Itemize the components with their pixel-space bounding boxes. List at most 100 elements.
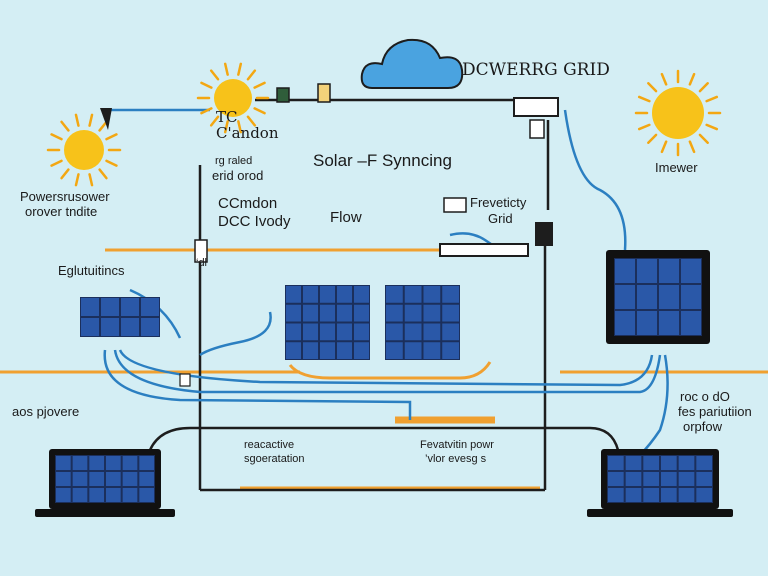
sensor-icon bbox=[443, 197, 467, 213]
cloud-icon bbox=[360, 38, 464, 89]
panel-cell bbox=[56, 472, 71, 486]
panel-cell bbox=[320, 342, 335, 359]
panel-cell bbox=[386, 323, 403, 341]
panel-cell bbox=[637, 285, 657, 309]
blue-wire-to-inverter bbox=[563, 109, 627, 251]
reactive-label-2: sgoeratation bbox=[244, 453, 305, 465]
panel-cell bbox=[637, 311, 657, 335]
battery-icon bbox=[276, 87, 290, 103]
panel-cell bbox=[354, 304, 369, 322]
rated-label-1: rg raled bbox=[215, 155, 253, 167]
sun-ray bbox=[246, 69, 257, 81]
frequency-bar-icon bbox=[439, 243, 529, 257]
solar-panel-small-left bbox=[80, 297, 160, 337]
sun-ray bbox=[637, 123, 651, 131]
panel-cell bbox=[320, 286, 335, 303]
breaker-icon bbox=[194, 239, 208, 263]
panel-cell bbox=[81, 318, 99, 336]
sun-ray bbox=[50, 159, 63, 167]
panel-cell bbox=[404, 286, 422, 303]
sun-disc bbox=[64, 130, 104, 170]
panel-cell bbox=[423, 323, 441, 341]
panel-cell bbox=[625, 472, 642, 486]
panel-cell bbox=[678, 472, 695, 486]
panel-cell bbox=[404, 342, 422, 359]
sun-ray bbox=[98, 168, 108, 180]
fevel-label-1: Fevatvitin powr bbox=[420, 439, 494, 451]
sun-ray bbox=[209, 115, 220, 127]
wire-lower-loop bbox=[148, 426, 620, 451]
sun-ray bbox=[88, 113, 94, 127]
panel-cell bbox=[643, 488, 659, 502]
sun-ray bbox=[698, 133, 709, 144]
panel-cell bbox=[286, 323, 301, 341]
panel-cell bbox=[696, 472, 712, 486]
panel-cell bbox=[122, 472, 138, 486]
panel-cell bbox=[122, 456, 138, 470]
breaker-label: ‘dl bbox=[196, 257, 208, 269]
panel-cell bbox=[404, 304, 422, 322]
panel-cell bbox=[637, 259, 657, 283]
panel-cell bbox=[286, 342, 301, 359]
rated-label-2: erid orod bbox=[212, 168, 264, 183]
laptop-base bbox=[35, 509, 175, 517]
panel-cell bbox=[89, 472, 104, 486]
panel-cell bbox=[286, 286, 301, 303]
sun-ray bbox=[253, 81, 266, 89]
panel-cell bbox=[122, 488, 138, 502]
panel-cell bbox=[643, 472, 659, 486]
device-icons bbox=[100, 83, 559, 387]
panel-cell bbox=[56, 456, 71, 470]
inverter-panel-right bbox=[606, 250, 710, 344]
panel-cell bbox=[696, 488, 712, 502]
panel-cell bbox=[303, 286, 318, 303]
orange-wire-panel-base bbox=[288, 361, 492, 380]
sun-right-icon bbox=[634, 69, 722, 157]
sun-ray bbox=[660, 140, 668, 154]
panel-cell bbox=[72, 456, 88, 470]
right-label-1: roc o dO bbox=[680, 389, 730, 404]
panel-cell bbox=[625, 488, 642, 502]
panel-cell bbox=[442, 323, 459, 341]
sun-ray bbox=[200, 107, 213, 115]
sun-ray bbox=[688, 72, 696, 86]
panel-cell bbox=[643, 456, 659, 470]
diagram-title: Solar –F Synncing bbox=[313, 151, 452, 170]
panel-cell bbox=[386, 286, 403, 303]
sun-ray bbox=[253, 107, 266, 115]
eglut-label: Eglutuitincs bbox=[58, 263, 125, 278]
panel-cell bbox=[101, 298, 119, 316]
panel-cell bbox=[303, 323, 318, 341]
orange-wires bbox=[0, 248, 768, 490]
panel-cell bbox=[101, 318, 119, 336]
sun-ray bbox=[660, 72, 668, 86]
right-label-2: fes pariutiion bbox=[678, 404, 752, 419]
panel-cell bbox=[442, 286, 459, 303]
sun-ray bbox=[98, 120, 108, 132]
sun-ray bbox=[209, 69, 220, 81]
sun-ray bbox=[74, 113, 80, 127]
powers-label-2: orover tndite bbox=[25, 204, 98, 219]
sun-ray bbox=[698, 82, 709, 93]
panel-cell bbox=[615, 311, 635, 335]
sun-ray bbox=[637, 95, 651, 103]
panel-cell bbox=[423, 342, 441, 359]
panel-cell bbox=[106, 472, 121, 486]
sun-ray bbox=[647, 133, 658, 144]
grid-connector-icon bbox=[513, 97, 559, 117]
panel-cell bbox=[354, 286, 369, 303]
sun-ray bbox=[200, 81, 213, 89]
blue-wires bbox=[103, 108, 669, 456]
panel-cell bbox=[608, 456, 624, 470]
panel-cell bbox=[139, 488, 154, 502]
meter-icon bbox=[317, 83, 331, 103]
panel-cell bbox=[121, 298, 139, 316]
blue-wire-lower-2 bbox=[113, 349, 662, 394]
panel-cell bbox=[320, 323, 335, 341]
panel-cell bbox=[303, 304, 318, 322]
panel-cell bbox=[696, 456, 712, 470]
panel-cell bbox=[661, 456, 677, 470]
panel-cell bbox=[106, 488, 121, 502]
